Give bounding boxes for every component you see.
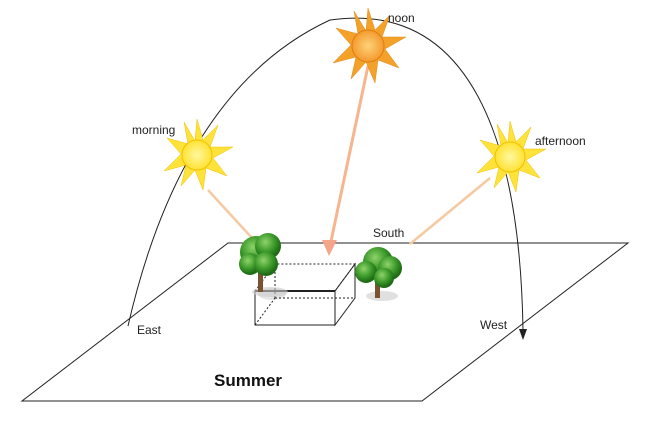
noon-light-beam [328,65,370,247]
morning-light-beam [207,189,253,239]
south-label: South [373,226,404,240]
sun-icon [163,118,234,191]
morning-label: morning [132,123,175,137]
noon-label: noon [388,11,415,25]
west-label: West [480,318,508,332]
afternoon-light-beam [409,177,491,245]
noon-beam-arrowhead [322,240,337,256]
season-label: Summer [214,371,282,390]
light-beams [207,65,491,256]
east-label: East [137,323,162,337]
afternoon-label: afternoon [535,134,586,148]
sun-icon [476,120,547,193]
tree-icon [239,233,288,297]
ground-plane [20,242,630,402]
sun-icon [332,7,407,84]
arrow-icon [519,329,527,340]
tree-icon [355,247,402,301]
